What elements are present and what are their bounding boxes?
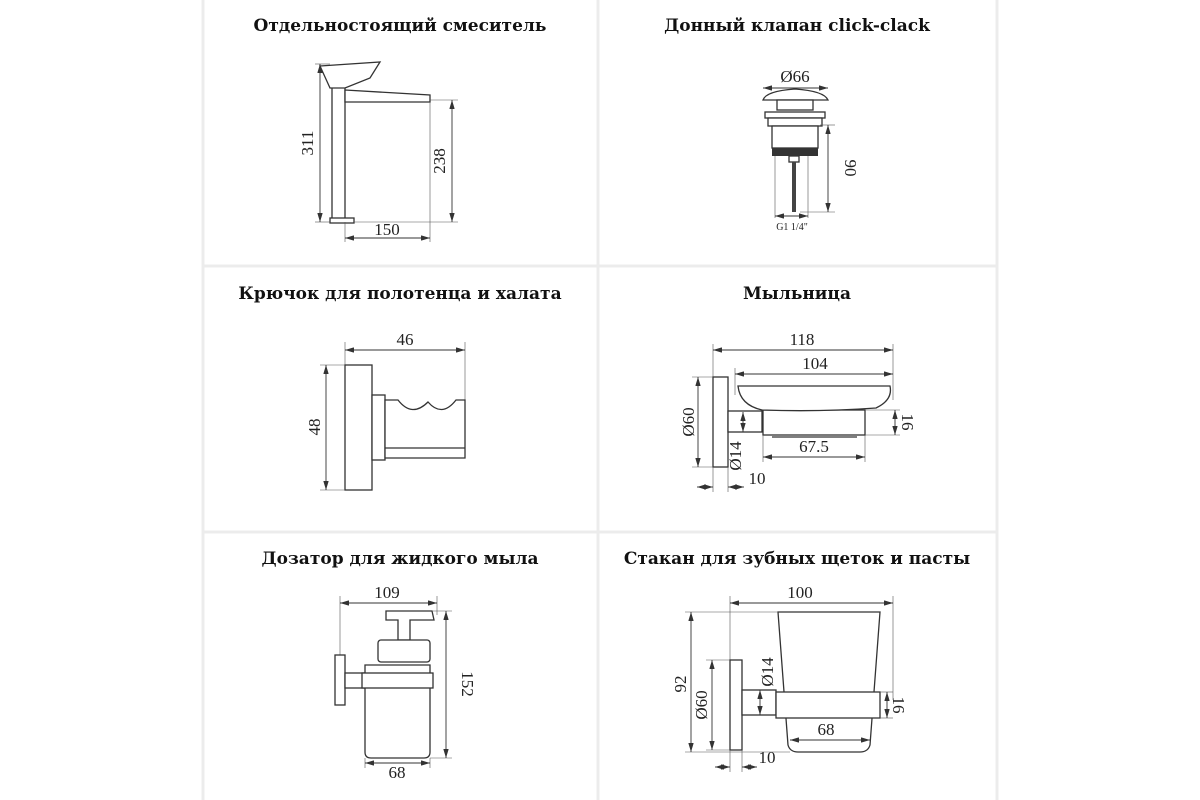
dim-height: 92 — [671, 676, 690, 693]
dim-thread: G1 1/4" — [776, 222, 808, 233]
dim-depth: 46 — [397, 330, 414, 349]
dim-height: 48 — [305, 419, 324, 436]
tumbler-drawing — [729, 611, 881, 753]
dim-plate-thickness: 10 — [759, 748, 776, 767]
dim-stem-diameter: Ø14 — [726, 441, 745, 471]
dim-stem-diameter: Ø14 — [758, 657, 777, 687]
dim-total: 118 — [790, 330, 815, 349]
dim-tray-height: 16 — [898, 414, 917, 431]
panel-title: Стакан для зубных щеток и пасты — [624, 549, 970, 569]
faucet-drawing — [319, 61, 431, 224]
dim-width: 68 — [389, 763, 406, 782]
dim-depth: 100 — [787, 583, 813, 602]
panel-title: Отдельностоящий смеситель — [254, 16, 547, 36]
drain-valve-drawing — [762, 88, 830, 218]
panel-hook: Крючок для полотенца и халата 46 48 — [238, 284, 562, 491]
dim-tray-width: 67.5 — [799, 437, 829, 456]
dispenser-drawing — [334, 610, 435, 759]
panel-drain-valve: Донный клапан click-clack Ø66 90 G1 1/4" — [664, 16, 931, 233]
grid-separators — [201, 0, 999, 800]
panel-title: Донный клапан click-clack — [664, 16, 931, 36]
dim-plate-diameter: Ø60 — [692, 690, 711, 719]
panel-faucet: Отдельностоящий смеситель 311 238 150 — [254, 16, 547, 242]
dim-height: 152 — [458, 671, 477, 697]
dim-dish: 104 — [802, 354, 828, 373]
panel-soap-dish: Мыльница 118 104 Ø60 16 67.5 Ø14 10 — [679, 284, 917, 492]
dim-height: 90 — [841, 160, 860, 177]
dim-plate-diameter: Ø60 — [679, 407, 698, 436]
dim-depth: 109 — [374, 583, 400, 602]
dim-diameter: Ø66 — [780, 67, 809, 86]
dim-height: 311 — [298, 131, 317, 156]
dim-ring-height: 16 — [889, 697, 908, 714]
panel-title: Мыльница — [743, 284, 851, 304]
dim-reach: 150 — [374, 220, 400, 239]
dim-width: 68 — [818, 720, 835, 739]
panel-soap-dispenser: Дозатор для жидкого мыла 109 152 68 — [262, 549, 539, 782]
panel-title: Крючок для полотенца и халата — [238, 284, 561, 304]
panel-title: Дозатор для жидкого мыла — [262, 549, 539, 569]
hook-drawing — [344, 364, 466, 491]
dim-spout-height: 238 — [430, 148, 449, 174]
soap-dish-drawing — [712, 376, 892, 468]
dim-plate-thickness: 10 — [749, 469, 766, 488]
panel-tumbler: Стакан для зубных щеток и пасты 100 92 Ø… — [624, 549, 970, 772]
